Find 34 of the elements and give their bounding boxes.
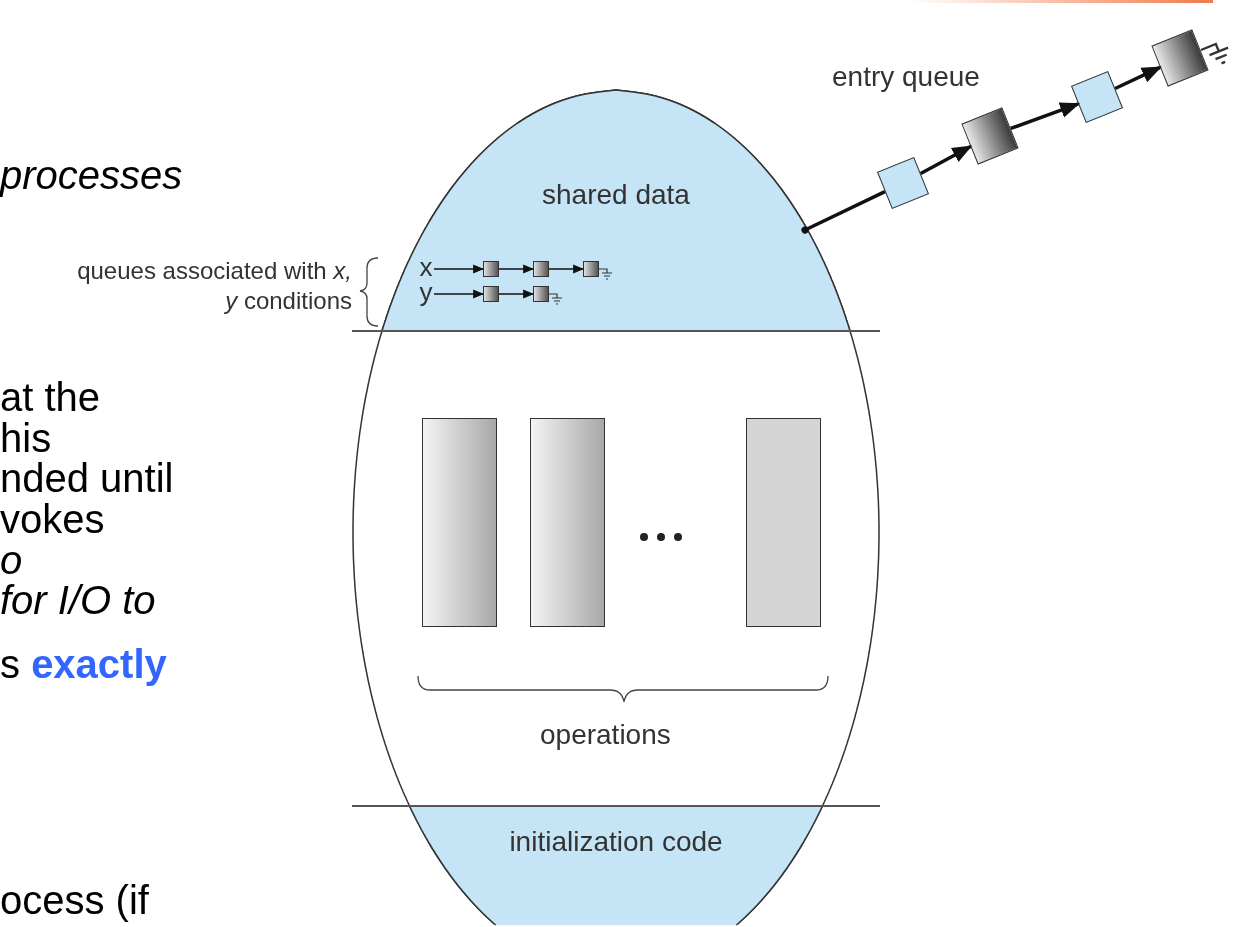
arrow — [433, 289, 485, 299]
slide-text: vokes — [0, 499, 105, 539]
arrow — [1010, 102, 1081, 131]
arrow — [498, 289, 535, 299]
operation-block — [422, 418, 497, 627]
slide-text: his — [0, 418, 52, 458]
queue-label: entry queue — [832, 60, 980, 94]
slide-text: o — [0, 540, 23, 580]
arrow — [433, 264, 485, 274]
shared-data-band — [352, 90, 880, 332]
operations-label: operations — [540, 718, 671, 752]
arrow — [498, 264, 535, 274]
arrow — [919, 145, 973, 175]
queue-process-box — [533, 261, 549, 277]
band-label: initialization code — [508, 825, 724, 859]
slide-text: for I/O to — [0, 580, 156, 620]
queue-label: queues associated with x, y conditions — [76, 256, 352, 316]
slide-text: at the — [0, 377, 101, 417]
slide-text: nded until — [0, 458, 174, 498]
operation-block — [530, 418, 605, 627]
arrow — [548, 264, 585, 274]
arrow — [1114, 65, 1162, 91]
connector-line — [801, 190, 886, 234]
band-label: shared data — [541, 178, 691, 212]
condition-label: x — [418, 254, 434, 280]
queue-process-box — [483, 286, 499, 302]
operation-block — [746, 418, 821, 627]
condition-label: y — [418, 279, 434, 305]
queue-process-box — [533, 286, 549, 302]
queue-process-box — [583, 261, 599, 277]
slide-text: s exactly — [0, 644, 167, 684]
slide-text: ocess (if — [0, 880, 149, 920]
queue-process-box — [483, 261, 499, 277]
initialization-band — [352, 805, 880, 925]
